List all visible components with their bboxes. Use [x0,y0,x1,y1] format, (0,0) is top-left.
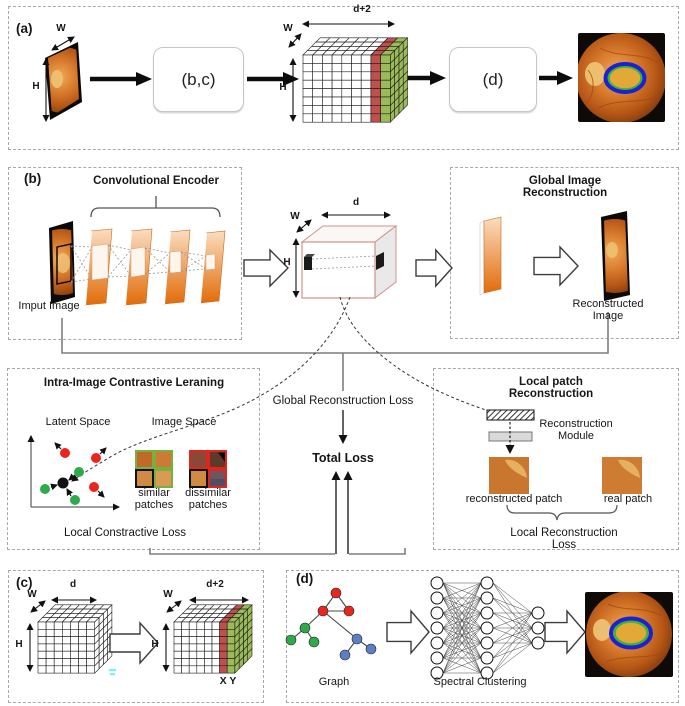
panel-b-border [8,167,242,340]
cube-depth-label-c1: d [69,579,77,590]
cluster-graph [285,587,377,661]
anchor-dot [57,477,69,489]
latent-space-label: Latent Space [45,416,111,428]
cube-height-label-c2: H [151,639,159,650]
panel-a-border [8,6,679,150]
cube-width-label-a: W [283,23,293,34]
panel-lpr-border [433,368,679,550]
stage-box-bc-label: (b,c) [181,69,216,89]
panel-c-label: (c) [16,575,33,590]
cube-depth-label-a: d+2 [353,4,371,15]
reconstructed-image-label: Reconstructed Image [572,298,644,322]
cube-height-label-a: H [279,82,287,93]
panel-b-label: (b) [24,171,42,186]
input-image-b [49,221,75,304]
panel-d-label: (d) [296,571,314,586]
local-reconstruction-loss-label: Local Reconstruction Loss [510,527,618,552]
reconstructed-patch-image [489,457,529,494]
hollow-arrows [109,245,586,665]
xy-channels-label: X Y [219,675,237,687]
cube-height-label-b: H [283,257,291,268]
panel-a-label: (a) [16,21,33,36]
decoder-slab-gir [479,216,502,296]
lpr-title: Local patch Reconstruction [508,376,594,401]
input-image-label: Imput Image [18,300,80,312]
spectral-clustering-label: Spectral Clustering [433,676,527,688]
panel-d-border [286,570,679,703]
cyan-marks [109,669,116,676]
total-loss-label: Total Loss [312,451,374,465]
negative-dots [60,448,101,492]
real-patch-label: real patch [603,493,653,505]
latent-cube-b [300,224,398,300]
result-fundus-image-a [578,33,665,122]
panel-intra-border [7,368,260,550]
similar-patches-label: similar patches [134,487,174,511]
reconstruction-module [486,409,535,454]
cube-width-label-c2: W [163,589,173,600]
feature-map-slabs [70,228,226,306]
input-fundus-image-a [45,42,82,120]
dimension-arrows [26,20,395,672]
positive-dots [40,467,84,505]
real-patch-image [602,457,642,494]
cube-depth-label-c2: d+2 [206,579,224,590]
dashed-curves [71,296,487,482]
cube-depth-label-b: d [352,197,360,208]
reconstructed-image-gir [601,211,630,301]
stage-box-d-label: (d) [482,69,504,89]
stage-box-d: (d) [449,47,537,112]
result-fundus-image-d [585,592,673,677]
spectral-clustering-network [430,576,545,680]
graph-label: Graph [318,676,350,688]
gir-title: Global Image Reconstruction [522,175,608,200]
latent-space-plot [27,435,120,511]
intra-title: Intra-Image Contrastive Leraning [43,377,225,389]
input-width-label-a: W [56,23,66,34]
cube-width-label-c1: W [27,589,37,600]
cube-width-label-b: W [290,211,300,222]
patch-brace [506,504,618,521]
reconstruction-module-label: Reconstruction Module [539,418,613,442]
panel-c-border [8,570,264,703]
image-space-patches [135,450,227,488]
encoder-title: Convolutional Encoder [93,175,219,187]
image-space-label: Image Space [151,416,217,428]
reconstructed-patch-label: reconstructed patch [465,493,563,505]
dissimilar-patches-label: dissimilar patches [185,487,231,511]
input-height-label-a: H [32,81,40,92]
encoder-brace [90,196,221,218]
grid-cubes [37,37,409,674]
global-reconstruction-loss-label: Global Reconstruction Loss [272,395,414,407]
panel-gir-border [450,167,679,339]
cube-height-label-c1: H [15,639,23,650]
local-contrastive-loss-label: Local Constractive Loss [63,527,187,539]
loss-connectors [61,312,609,555]
stage-box-bc: (b,c) [153,47,244,112]
